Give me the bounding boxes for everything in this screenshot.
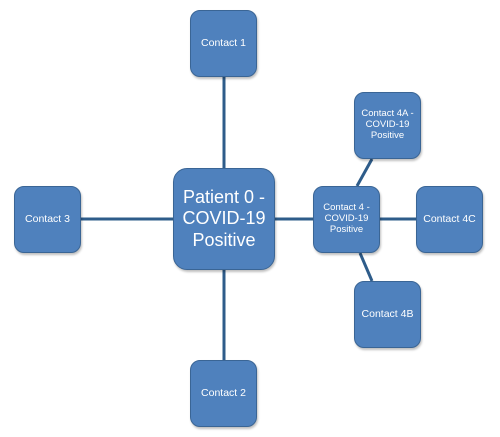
node-contact-1: Contact 1	[190, 10, 257, 77]
node-patient-0-label: Patient 0 - COVID-19 Positive	[182, 186, 266, 250]
edge-contact4-contact4b	[358, 252, 374, 282]
node-contact-4b: Contact 4B	[354, 281, 421, 348]
node-contact-4b-label: Contact 4B	[361, 308, 414, 321]
node-contact-3: Contact 3	[14, 186, 81, 253]
node-patient-0: Patient 0 - COVID-19 Positive	[173, 168, 275, 270]
node-contact-2: Contact 2	[190, 360, 257, 427]
node-contact-4-label: Contact 4 - COVID-19 Positive	[323, 202, 370, 235]
node-contact-2-label: Contact 2	[201, 387, 246, 400]
node-contact-4a-label: Contact 4A - COVID-19 Positive	[361, 108, 414, 141]
node-contact-3-label: Contact 3	[25, 213, 70, 226]
node-contact-4c: Contact 4C	[416, 186, 483, 253]
edge-contact4-contact4a	[355, 158, 374, 187]
node-contact-4c-label: Contact 4C	[423, 213, 476, 226]
node-contact-1-label: Contact 1	[201, 37, 246, 50]
node-contact-4: Contact 4 - COVID-19 Positive	[313, 186, 380, 253]
node-contact-4a: Contact 4A - COVID-19 Positive	[354, 92, 421, 159]
